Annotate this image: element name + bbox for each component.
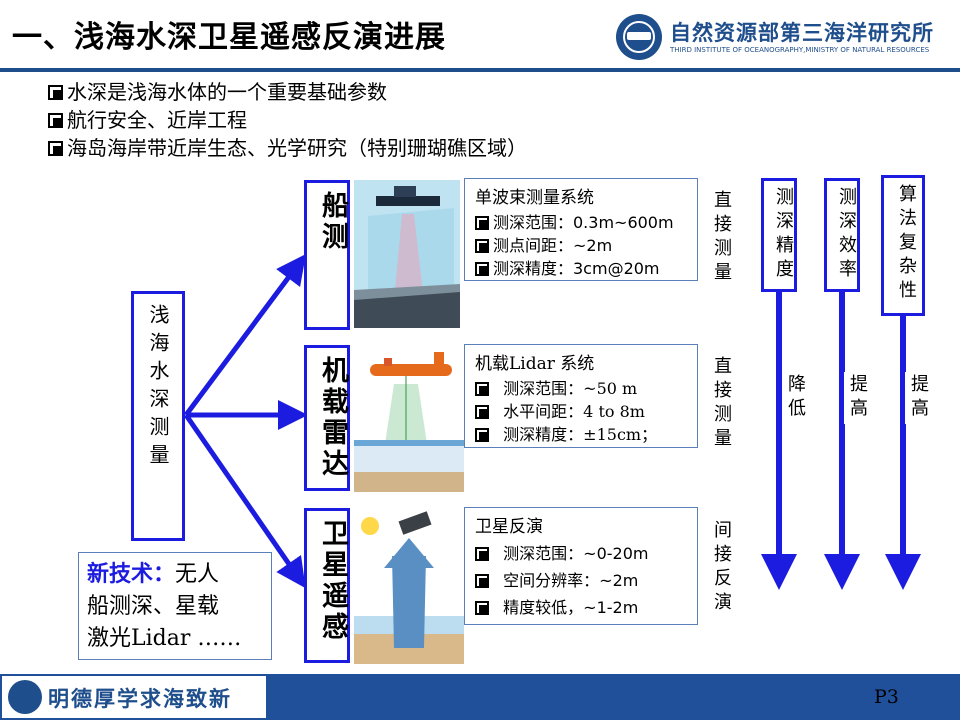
bullet-list: 水深是浅海水体的一个重要基础参数 航行安全、近岸工程 海岛海岸带近岸生态、光学研…	[48, 78, 527, 162]
bullet-item: 水深是浅海水体的一个重要基础参数	[48, 78, 527, 106]
footer-emblem-icon	[8, 680, 42, 714]
checkbox-bullet-icon	[475, 427, 489, 442]
checkbox-bullet-icon	[475, 404, 489, 419]
checkbox-bullet-icon	[48, 84, 63, 100]
new-tech-highlight: 新技术：	[87, 562, 176, 587]
main-box-label: 浅海水深测量	[146, 304, 170, 472]
shallow-water-bathymetry-box: 浅海水深测量	[131, 291, 185, 541]
page-title: 一、浅海水深卫星遥感反演进展	[12, 20, 446, 55]
metric-precision-label: 测深精度	[773, 187, 794, 283]
method-ship: 船测	[304, 180, 350, 330]
list-item: 测深精度：3cm@20m	[475, 257, 687, 280]
checkbox-bullet-icon	[48, 112, 63, 128]
list-item: 空间分辨率：~2m	[475, 567, 687, 594]
new-tech-line3: 激光Lidar ……	[87, 626, 242, 651]
list-item: 测深范围：0.3m~600m	[475, 211, 687, 234]
trend-precision: 降低	[782, 372, 808, 424]
measure-type-satellite: 间接反演	[711, 520, 732, 616]
info-title-airborne: 机载Lidar 系统	[475, 354, 595, 374]
info-title-satellite: 卫星反演	[475, 517, 543, 537]
metric-complexity: 算法复杂性	[881, 175, 925, 316]
metric-precision: 测深精度	[761, 178, 797, 292]
bullet-item: 海岛海岸带近岸生态、光学研究（特别珊瑚礁区域）	[48, 134, 527, 162]
checkbox-bullet-icon	[48, 140, 63, 156]
method-ship-label: 船测	[317, 191, 348, 253]
checkbox-bullet-icon	[475, 261, 489, 276]
metric-efficiency: 测深效率	[824, 178, 860, 292]
method-satellite: 卫星遥感	[304, 508, 350, 663]
institute-subtitle: THIRD INSTITUTE OF OCEANOGRAPHY,MINISTRY…	[670, 46, 930, 54]
new-tech-line2: 船测深、星载	[87, 594, 220, 619]
arrow-to-satellite	[183, 413, 306, 589]
trend-efficiency: 提高	[844, 372, 870, 424]
new-technology-box: 新技术：无人 船测深、星载 激光Lidar ……	[78, 552, 272, 660]
checkbox-bullet-icon	[475, 573, 489, 588]
trend-complexity: 提高	[905, 372, 931, 424]
list-item: 精度较低，~1-2m	[475, 594, 687, 621]
method-airborne-lidar: 机载雷达	[304, 345, 350, 491]
info-box-ship: 单波束测量系统 测深范围：0.3m~600m 测点间距：~2m 测深精度：3cm…	[464, 178, 698, 281]
institute-logo: 自然资源部第三海洋研究所 THIRD INSTITUTE OF OCEANOGR…	[616, 14, 956, 60]
measure-type-ship: 直接测量	[711, 190, 732, 286]
header-divider	[0, 68, 960, 72]
info-box-airborne: 机载Lidar 系统 测深范围：~50 m 水平间距：4 to 8m 测深精度：…	[464, 344, 698, 448]
list-item: 测点间距：~2m	[475, 234, 687, 257]
airborne-lidar-illustration	[354, 344, 464, 492]
satellite-remote-sensing-illustration	[354, 508, 464, 664]
method-satellite-label: 卫星遥感	[317, 519, 348, 643]
page-number: P3	[874, 686, 899, 708]
metric-efficiency-label: 测深效率	[836, 187, 857, 283]
footer-slogan: 明德厚学求海致新	[48, 686, 232, 711]
bullet-item: 航行安全、近岸工程	[48, 106, 527, 134]
checkbox-bullet-icon	[475, 215, 489, 230]
info-title-ship: 单波束测量系统	[475, 188, 594, 208]
arrow-to-ship	[183, 253, 306, 417]
list-item: 水平间距：4 to 8m	[475, 400, 687, 423]
checkbox-bullet-icon	[475, 238, 489, 253]
checkbox-bullet-icon	[475, 546, 489, 561]
info-box-satellite: 卫星反演 测深范围：~0-20m 空间分辨率：~2m 精度较低，~1-2m	[464, 507, 698, 625]
institute-name: 自然资源部第三海洋研究所	[670, 20, 934, 45]
method-airborne-label: 机载雷达	[317, 356, 348, 480]
list-item: 测深范围：~0-20m	[475, 540, 687, 567]
list-item: 测深精度：±15cm；	[475, 423, 687, 446]
list-item: 测深范围：~50 m	[475, 377, 687, 400]
ship-sonar-illustration	[354, 180, 460, 328]
measure-type-airborne: 直接测量	[711, 356, 732, 452]
checkbox-bullet-icon	[475, 381, 489, 396]
checkbox-bullet-icon	[475, 600, 489, 615]
metric-complexity-label: 算法复杂性	[896, 184, 917, 304]
footer-logo	[2, 676, 266, 718]
institute-emblem-icon	[616, 14, 662, 60]
